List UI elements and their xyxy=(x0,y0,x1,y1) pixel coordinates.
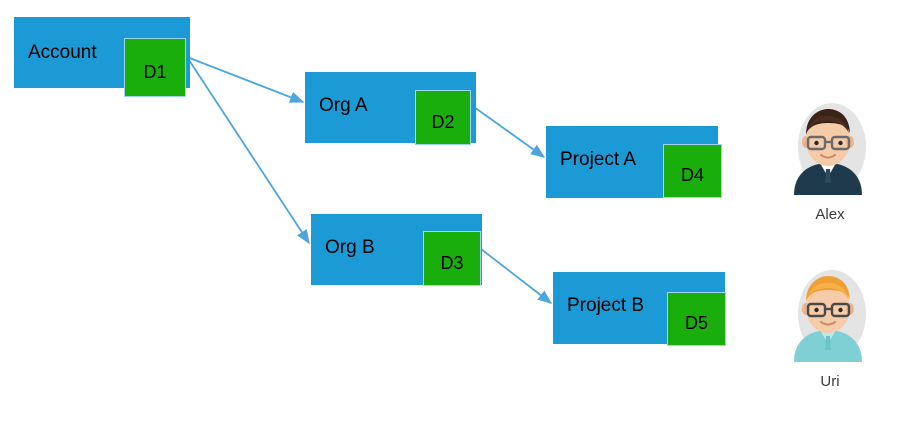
node-project-b-label: Project B xyxy=(567,295,645,316)
node-org-b[interactable]: Org B D3 xyxy=(311,214,482,286)
node-project-a-label: Project A xyxy=(560,149,637,170)
badge-d5[interactable]: D5 xyxy=(667,292,726,346)
arrow-account-to-org-b xyxy=(186,56,310,245)
person-alex-name: Alex xyxy=(815,206,845,223)
node-project-b[interactable]: Project B D5 xyxy=(553,272,726,346)
badge-d3[interactable]: D3 xyxy=(423,231,481,286)
node-org-b-label: Org B xyxy=(325,237,375,258)
avatar-alex-illustration xyxy=(794,103,866,195)
badge-d2-label: D2 xyxy=(431,111,455,132)
avatar-uri-illustration xyxy=(794,270,866,362)
badge-d5-label: D5 xyxy=(684,313,708,333)
badge-d1-label: D1 xyxy=(143,61,167,82)
node-org-a-label: Org A xyxy=(319,95,368,116)
person-alex[interactable]: Alex xyxy=(782,95,878,225)
node-org-a[interactable]: Org A D2 xyxy=(305,72,476,145)
arrow-org-b-to-project-b xyxy=(480,248,553,304)
node-account-label: Account xyxy=(28,42,97,63)
badge-d2[interactable]: D2 xyxy=(415,90,471,145)
person-uri-name: Uri xyxy=(820,373,840,390)
badge-d4-label: D4 xyxy=(680,165,704,185)
badge-d3-label: D3 xyxy=(440,252,464,273)
arrow-account-to-org-a xyxy=(186,56,305,103)
arrow-org-a-to-project-a xyxy=(473,106,546,158)
person-uri[interactable]: Uri xyxy=(782,262,878,392)
node-project-a[interactable]: Project A D4 xyxy=(546,126,722,198)
badge-d1[interactable]: D1 xyxy=(124,38,186,97)
badge-d4[interactable]: D4 xyxy=(663,144,722,198)
